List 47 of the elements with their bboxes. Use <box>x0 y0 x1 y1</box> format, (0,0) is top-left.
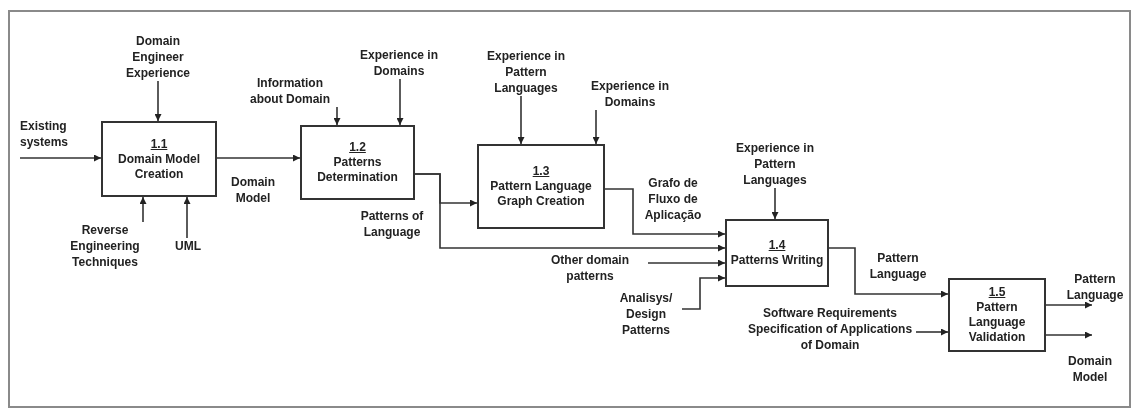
arrow <box>396 78 404 126</box>
flow-label: Analisys/ Design Patterns <box>610 290 682 338</box>
process-number: 1.2 <box>349 140 366 155</box>
arrow <box>139 196 147 223</box>
flow-label: Experience in Domains <box>580 78 680 110</box>
process-name: Patterns Determination <box>316 155 399 185</box>
arrow <box>828 247 949 298</box>
arrow <box>592 109 600 145</box>
process-number: 1.5 <box>988 285 1006 300</box>
arrow <box>1045 331 1093 339</box>
process-box <box>101 121 217 197</box>
arrow <box>517 95 525 145</box>
arrow <box>647 259 726 267</box>
arrow <box>771 187 779 220</box>
flow-label: Domain Engineer Experience <box>112 33 204 81</box>
process-number: 1.3 <box>532 164 550 179</box>
flow-label: Existing systems <box>20 118 90 158</box>
process-name: Domain Model Creation <box>117 151 201 182</box>
arrow <box>915 328 949 336</box>
process-number: 1.4 <box>768 238 786 253</box>
process-box <box>477 144 605 229</box>
process-box <box>948 278 1046 352</box>
flow-label: Experience in Pattern Languages <box>726 140 824 188</box>
flow-label: Domain Model <box>1056 335 1124 385</box>
arrow <box>183 196 191 239</box>
arrow <box>333 106 341 126</box>
process-box <box>725 219 829 287</box>
arrow <box>414 173 726 252</box>
arrow <box>216 154 301 162</box>
flow-label: Information about Domain <box>240 75 340 107</box>
process-name: Pattern Language Graph Creation <box>489 179 593 209</box>
arrow <box>154 80 162 122</box>
process-box <box>300 125 415 200</box>
arrow <box>604 188 726 238</box>
arrow <box>19 154 102 162</box>
flow-label: Other domain patterns <box>532 252 648 284</box>
arrow <box>681 274 726 310</box>
process-number: 1.1 <box>150 136 168 152</box>
flow-label: Experience in Domains <box>350 47 448 79</box>
process-name: Pattern Language Validation <box>967 300 1027 345</box>
flow-label: Software Requirements Specification of Applications of Domain <box>744 305 916 353</box>
flow-label: Pattern Language <box>1052 271 1138 305</box>
arrow <box>1045 301 1093 309</box>
flow-label: UML <box>171 238 205 255</box>
process-name: Patterns Writing <box>730 253 824 268</box>
flow-label: Reverse Engineering Techniques <box>58 222 152 270</box>
flow-label: Experience in Pattern Languages <box>474 48 578 96</box>
